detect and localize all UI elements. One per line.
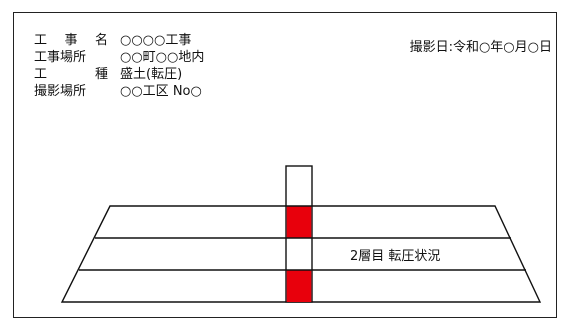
photo-date: 撮影日:令和○年○月○日: [409, 40, 552, 55]
info-key-char: 工: [34, 67, 48, 82]
info-key-photo-location: 撮影場所: [34, 84, 87, 99]
info-row-location: 工事場所 ○○町○○地内: [34, 49, 204, 66]
info-key-char: 種: [94, 67, 108, 82]
info-key-char: 名: [94, 33, 108, 48]
layer-status-label: 2層目 転圧状況: [350, 249, 441, 264]
info-key-char: 工: [34, 33, 48, 48]
info-key-work-type: 工 種: [34, 66, 108, 83]
photo-board: [13, 12, 557, 318]
embankment-outline: [60, 205, 542, 303]
info-row-project-name: 工 事 名 ○○○○工事: [34, 32, 204, 49]
info-value-work-type: 盛土(転圧): [120, 67, 183, 82]
info-row-photo-location: 撮影場所 ○○工区 No○: [34, 83, 204, 100]
staff-red-marker-lower: [286, 270, 312, 302]
info-value-project-name: ○○○○工事: [120, 33, 192, 48]
info-row-work-type: 工 種 盛土(転圧): [34, 66, 204, 83]
info-value-photo-location: ○○工区 No○: [120, 84, 202, 99]
info-key-project-name: 工 事 名: [34, 32, 108, 49]
info-key-location: 工事場所: [34, 50, 87, 65]
staff-red-marker-upper: [286, 206, 312, 238]
info-value-location: ○○町○○地内: [120, 50, 205, 65]
construction-info: 工 事 名 ○○○○工事 工事場所 ○○町○○地内 工 種 盛土(転圧) 撮影場…: [34, 32, 204, 100]
info-key-char: 事: [64, 33, 78, 48]
